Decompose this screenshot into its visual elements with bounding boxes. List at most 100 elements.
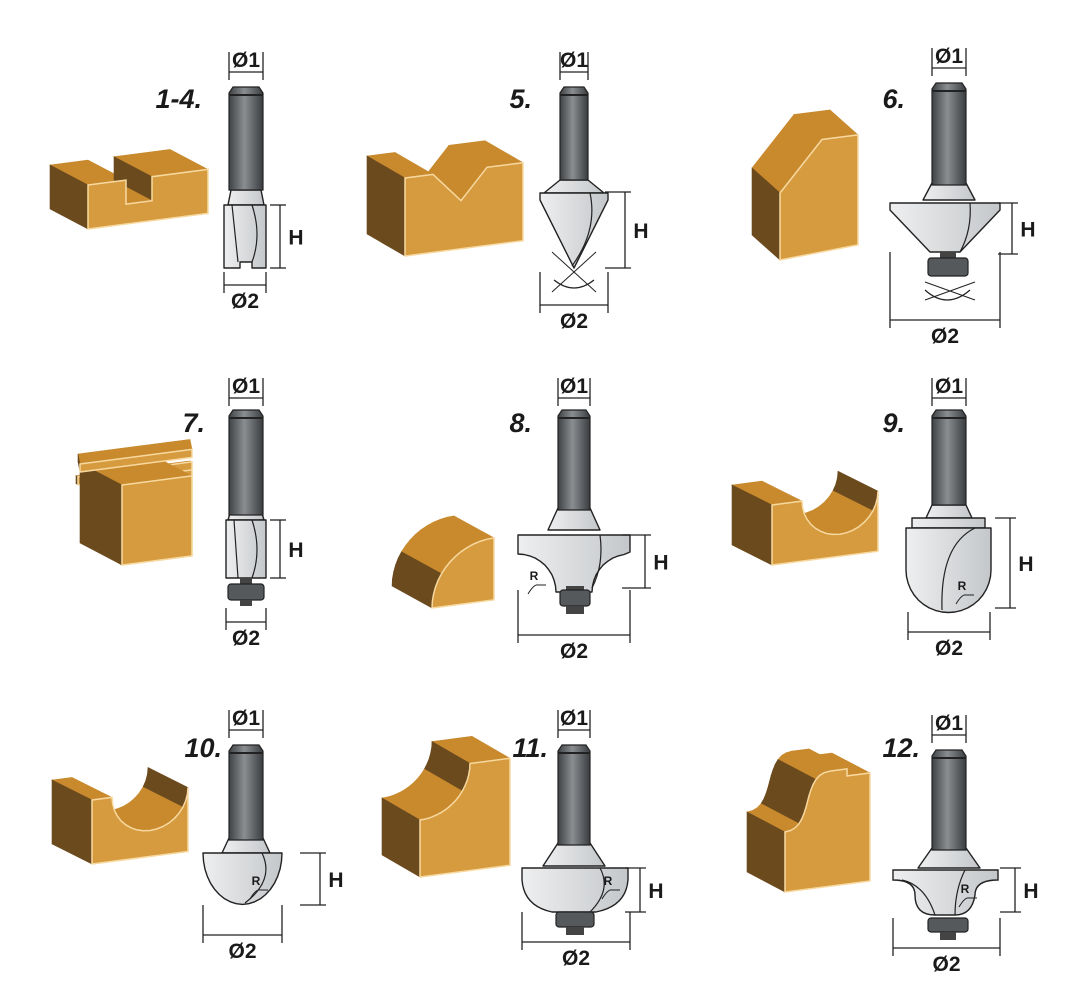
cutter-diameter-label: Ø2	[560, 310, 588, 333]
block-front-face	[404, 161, 524, 257]
radius-leader	[955, 594, 974, 605]
height-label: H	[1023, 880, 1038, 903]
block-front-face	[79, 448, 193, 473]
bearing-shaft	[566, 586, 584, 591]
cutter	[223, 204, 267, 269]
shank-diameter-label: Ø1	[560, 375, 588, 398]
shank-diameter-label: Ø1	[232, 49, 260, 72]
radius-leader	[249, 889, 268, 900]
radius-label: R	[604, 874, 613, 888]
shank	[931, 749, 967, 851]
height-label: H	[328, 869, 343, 892]
bit-number: 5.	[509, 84, 532, 114]
cutter-diameter-label: Ø2	[931, 325, 959, 348]
height-label: H	[1020, 219, 1035, 242]
bearing	[227, 583, 265, 601]
cutter-flute	[959, 202, 971, 253]
bearing	[927, 257, 969, 277]
shank-diameter-label: Ø1	[560, 49, 588, 72]
radius-leader	[601, 889, 620, 900]
cutter-diameter-label: Ø2	[932, 953, 960, 976]
bit-number: 11.	[512, 733, 548, 763]
shank-diameter-label: Ø1	[232, 707, 260, 730]
shank-diameter-label: Ø1	[232, 375, 260, 398]
cutter	[521, 867, 629, 913]
cutter	[892, 869, 999, 916]
cutter-diameter-label: Ø2	[935, 637, 963, 660]
cutter-neck	[227, 189, 265, 206]
shank-diameter-label: Ø1	[935, 45, 963, 68]
cutter-flute	[941, 527, 976, 611]
shank	[557, 409, 591, 511]
height-label: H	[633, 220, 648, 243]
cutter-neck	[543, 179, 605, 194]
bit-number: 8.	[509, 408, 532, 438]
cutter-neck	[547, 507, 601, 531]
bearing	[559, 589, 591, 607]
block-front-face	[419, 757, 511, 878]
shank	[931, 82, 967, 186]
bearing-shaft	[940, 252, 956, 258]
bearing	[555, 911, 595, 928]
cutter	[225, 519, 267, 579]
block-front-face	[87, 168, 209, 230]
angle-line	[924, 281, 976, 301]
block-front-face	[771, 491, 879, 566]
cutter	[539, 192, 609, 269]
cutter-flange	[911, 517, 986, 529]
height-label: H	[288, 539, 303, 562]
cutter-diameter-label: Ø2	[232, 627, 260, 650]
shank	[559, 86, 589, 181]
height-label: H	[1018, 553, 1033, 576]
radius-label: R	[530, 569, 539, 583]
block-front-face	[431, 536, 495, 609]
radius-leader	[527, 584, 546, 595]
shank-diameter-label: Ø1	[935, 375, 963, 398]
cutter-neck	[925, 504, 973, 519]
angle-arc	[553, 279, 595, 289]
cutter	[202, 852, 283, 906]
cutter	[905, 527, 992, 614]
shank-diameter-label: Ø1	[560, 707, 588, 730]
bearing-shaft	[240, 600, 252, 606]
block-front-face	[121, 475, 193, 566]
bit-number: 7.	[182, 408, 205, 438]
shank	[228, 409, 264, 516]
bearing-shaft	[566, 606, 584, 614]
cutter-flute	[233, 519, 258, 579]
height-label: H	[648, 880, 663, 903]
cutter-flute	[589, 867, 605, 913]
cutter	[517, 534, 631, 593]
shank	[228, 744, 264, 841]
bit-number: 9.	[882, 408, 905, 438]
height-label: H	[653, 552, 668, 575]
radius-label: R	[961, 882, 970, 896]
radius-label: R	[958, 579, 967, 593]
cutter-flute	[571, 192, 593, 267]
shank	[228, 86, 264, 191]
angle-line	[551, 251, 597, 293]
bearing-shaft	[940, 932, 956, 940]
bit-number: 12.	[882, 733, 920, 763]
radius-leader	[958, 897, 977, 908]
bit-number: 1-4.	[155, 84, 202, 114]
shank-diameter-label: Ø1	[935, 712, 963, 735]
block-front-face	[91, 787, 189, 865]
bearing-shaft	[240, 578, 252, 584]
block-front-face	[779, 134, 859, 261]
cutter	[889, 202, 1001, 253]
cutter-diameter-label: Ø2	[231, 290, 259, 313]
block-front-face	[784, 768, 871, 893]
cutter-flute	[244, 852, 267, 904]
cutter-flute	[591, 534, 602, 589]
